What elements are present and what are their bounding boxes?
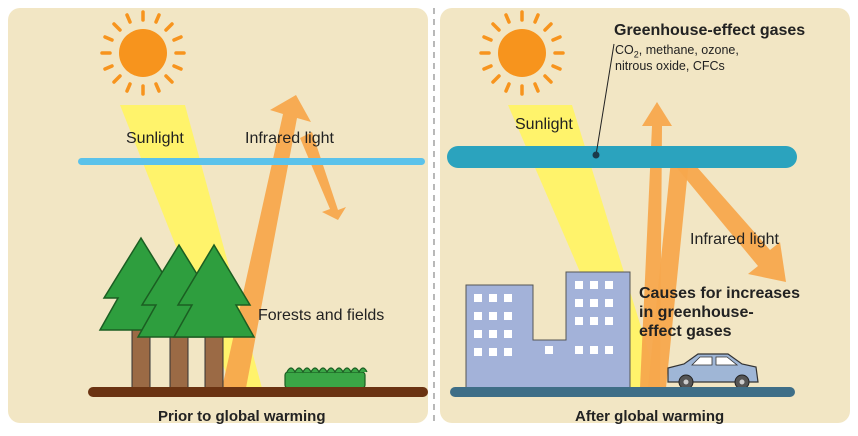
sunlight-label: Sunlight [515, 116, 573, 133]
sun-icon [100, 10, 186, 96]
left-panel [8, 8, 428, 423]
forests-fields-label: Forests and fields [258, 307, 385, 324]
greenhouse-gases-list-2: nitrous oxide, CFCs [615, 59, 725, 73]
sun-icon [479, 10, 565, 96]
infrared-escape-arrow [640, 102, 672, 388]
infrared-label: Infrared light [690, 231, 779, 248]
grass-icon [284, 367, 368, 389]
atmosphere-line [78, 158, 425, 165]
infrared-arrow [222, 95, 311, 388]
building-icon [465, 271, 631, 389]
car-icon [667, 353, 759, 390]
ground-line [88, 387, 428, 397]
causes-line-2: in greenhouse- [639, 304, 754, 321]
greenhouse-gas-layer [447, 146, 797, 168]
caption-after: After global warming [575, 408, 725, 425]
ground-line [450, 387, 795, 397]
gases-pointer-dot [592, 151, 600, 159]
infrared-reflect-arrow [300, 132, 346, 220]
infrared-arrow [648, 150, 690, 388]
infrared-label: Infrared light [245, 130, 334, 147]
tree-icon [172, 243, 256, 389]
greenhouse-gases-list: CO2, methane, ozone, [615, 43, 739, 60]
gases-pointer-line [595, 43, 615, 156]
causes-line-3: effect gases [639, 323, 732, 340]
causes-line-1: Causes for increases [639, 285, 800, 302]
caption-before: Prior to global warming [158, 408, 326, 425]
infrared-trapped-arrow [662, 150, 786, 282]
right-panel [440, 8, 850, 423]
sunlight-label: Sunlight [126, 130, 184, 147]
greenhouse-gases-title: Greenhouse-effect gases [614, 22, 806, 39]
